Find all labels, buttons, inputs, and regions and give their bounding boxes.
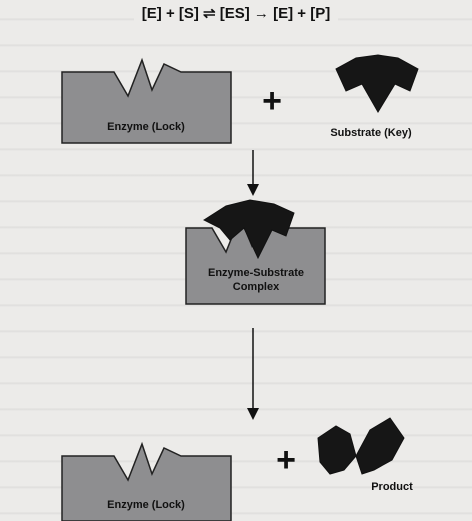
product-piece-left — [317, 425, 357, 475]
reaction-equation-text: [E] + [S] ⇌ [ES] → [E] + [P] — [133, 4, 339, 23]
arrow-down-1-head — [247, 184, 259, 196]
product-label: Product — [371, 481, 413, 493]
enzyme-lock-bottom — [61, 441, 232, 521]
arrow-down-2-head — [247, 408, 259, 420]
enzyme-lock-top — [61, 57, 232, 144]
complex-substrate — [202, 199, 295, 260]
substrate-key-label: Substrate (Key) — [330, 127, 412, 139]
complex-label-line1: Enzyme-Substrate — [208, 267, 304, 279]
plus-sign-bottom: + — [276, 441, 296, 479]
enzyme-lock-top-label: Enzyme (Lock) — [107, 121, 185, 133]
substrate-key — [335, 54, 419, 113]
reaction-equation: [E] + [S] ⇌ [ES] → [E] + [P] — [0, 4, 472, 23]
complex-label-line2: Complex — [233, 281, 280, 293]
plus-sign-top: + — [262, 82, 282, 120]
enzyme-lock-bottom-label: Enzyme (Lock) — [107, 499, 185, 511]
product-piece-right — [355, 417, 405, 475]
